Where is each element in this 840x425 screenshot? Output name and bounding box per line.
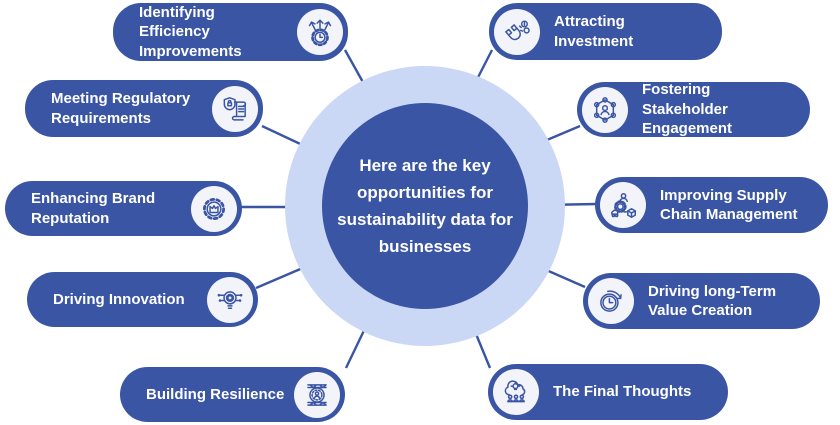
pill-fostering-stakeholder-engagement: Fostering Stakeholder Engagement <box>577 81 810 138</box>
final-thoughts-icon <box>493 369 539 415</box>
center-circle: Here are the key opportunities for susta… <box>322 103 528 309</box>
clock-arrow-icon <box>588 278 634 324</box>
innovation-circuit-icon <box>207 276 253 323</box>
pill-meeting-regulatory-requirements: Meeting Regulatory Requirements <box>25 80 263 137</box>
pill-building-resilience: Building Resilience <box>120 367 345 422</box>
pill-label: Enhancing Brand Reputation <box>31 190 156 227</box>
resilience-coil-icon <box>294 371 340 418</box>
magnet-coins-icon <box>494 8 540 55</box>
pill-label: Fostering Stakeholder Engagement <box>642 81 733 138</box>
efficiency-arrows-icon <box>297 9 343 55</box>
pill-label: Meeting Regulatory Requirements <box>51 90 191 127</box>
pill-label: Attracting Investment <box>554 13 634 50</box>
pill-label: Driving Innovation <box>53 290 185 308</box>
pill-label: The Final Thoughts <box>553 383 692 401</box>
pill-attracting-investment: Attracting Investment <box>489 3 722 60</box>
pill-the-final-thoughts: The Final Thoughts <box>488 364 728 420</box>
pill-enhancing-brand-reputation: Enhancing Brand Reputation <box>5 181 242 236</box>
pill-improving-supply-chain-management: Improving Supply Chain Management <box>595 177 828 233</box>
gear-crown-icon <box>191 185 237 232</box>
pill-label: Building Resilience <box>146 385 285 403</box>
pill-driving-innovation: Driving Innovation <box>27 272 258 327</box>
supply-chain-icon <box>600 182 646 228</box>
pill-identifying-efficiency-improvements: Identifying Efficiency Improvements <box>113 3 348 61</box>
stakeholder-network-icon <box>582 86 628 133</box>
pill-driving-long-term-value-creation: Driving long-Term Value Creation <box>583 273 820 329</box>
center-title: Here are the key opportunities for susta… <box>337 155 513 257</box>
shield-document-icon <box>212 85 258 132</box>
pill-label: Identifying Efficiency Improvements <box>139 3 242 60</box>
pill-label: Improving Supply Chain Management <box>660 186 798 224</box>
pill-label: Driving long-Term Value Creation <box>648 282 777 320</box>
